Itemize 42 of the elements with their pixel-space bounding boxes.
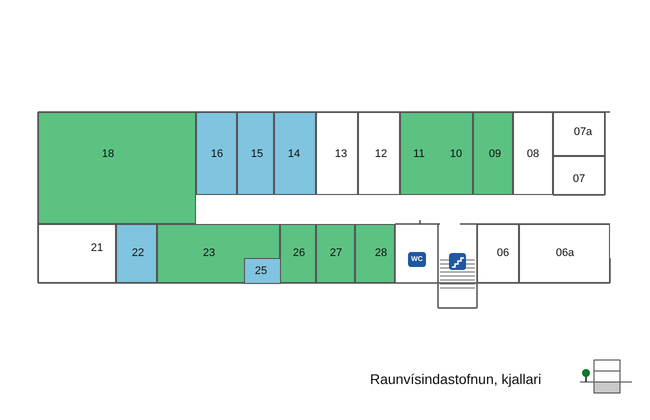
room (473, 112, 513, 195)
room-number: 11 (413, 148, 425, 160)
room-number: 28 (374, 247, 388, 259)
room (274, 112, 316, 195)
room-number: 22 (132, 247, 144, 259)
room (244, 258, 281, 284)
room-number: 10 (450, 148, 462, 160)
room-number: 07a (574, 126, 592, 138)
room-number: 07 (572, 173, 586, 185)
room-number: 15 (250, 148, 264, 160)
room-number: 18 (102, 148, 114, 160)
room-number: 06a (556, 247, 574, 259)
room-number: 08 (526, 148, 540, 160)
room-number: 23 (202, 247, 216, 259)
room (237, 112, 274, 195)
room-number: 21 (90, 242, 104, 254)
room (316, 112, 358, 195)
room (196, 112, 237, 195)
room-number: 25 (254, 265, 268, 277)
caption: Raunvísindastofnun, kjallari (370, 371, 542, 387)
room-number: 09 (488, 148, 502, 160)
room-number: 13 (334, 148, 348, 160)
room (355, 224, 395, 283)
room-number: 14 (288, 148, 300, 160)
room-number: 06 (496, 247, 510, 259)
room (157, 224, 280, 283)
room (38, 224, 116, 283)
room (553, 112, 605, 156)
room-number: 12 (374, 148, 388, 160)
room (280, 224, 316, 283)
room (358, 112, 400, 195)
room (519, 224, 610, 283)
room-number: 27 (330, 247, 342, 259)
room (477, 224, 519, 283)
room (400, 112, 473, 195)
room (513, 112, 553, 195)
room (116, 224, 157, 283)
room (316, 224, 355, 283)
room-number: 26 (292, 247, 306, 259)
room (553, 156, 605, 195)
room (38, 112, 196, 224)
room-number: 16 (210, 148, 224, 160)
